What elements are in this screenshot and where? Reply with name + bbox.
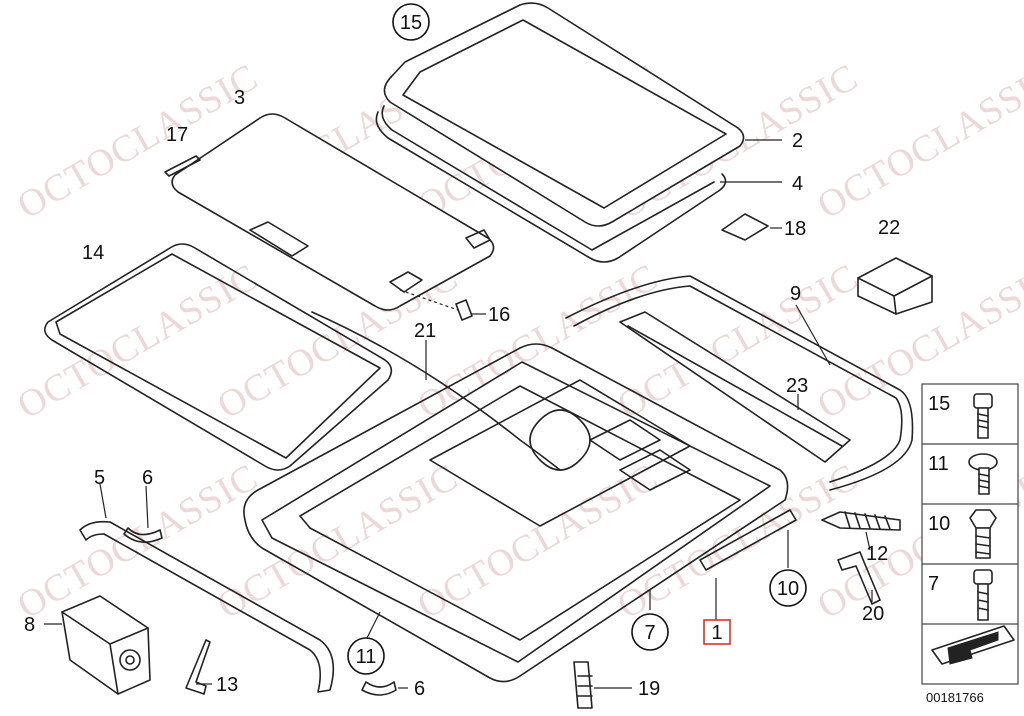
callout-6a[interactable]: 6 bbox=[142, 467, 153, 489]
part-wind-deflector[interactable] bbox=[565, 275, 914, 491]
bolt-10-icon bbox=[969, 509, 997, 559]
part-sliding-headliner[interactable] bbox=[171, 113, 495, 311]
callout-2[interactable]: 2 bbox=[792, 130, 803, 152]
screw-11-icon bbox=[968, 453, 998, 495]
part-cable-21[interactable] bbox=[311, 311, 561, 471]
part-clip-6b[interactable] bbox=[361, 681, 397, 696]
callout-circle-15 bbox=[392, 3, 430, 41]
callout-8[interactable]: 8 bbox=[24, 614, 35, 636]
callout-10[interactable]: 10 bbox=[777, 578, 799, 600]
diagram-id: 00181766 bbox=[926, 690, 984, 705]
callout-1-highlight bbox=[703, 619, 731, 645]
callout-17[interactable]: 17 bbox=[166, 124, 188, 146]
part-box-22[interactable] bbox=[857, 257, 933, 315]
part-cable-guide[interactable] bbox=[79, 520, 335, 693]
callout-4[interactable]: 4 bbox=[792, 173, 803, 195]
legend-label-7: 7 bbox=[928, 573, 939, 595]
part-clip-6a[interactable] bbox=[123, 527, 163, 543]
part-clip-16[interactable] bbox=[455, 299, 473, 321]
legend-label-10: 10 bbox=[928, 513, 950, 535]
part-spring-12[interactable] bbox=[821, 511, 901, 531]
part-sunroof-frame[interactable] bbox=[243, 343, 789, 683]
callout-7[interactable]: 7 bbox=[644, 622, 655, 644]
part-frame-seal[interactable] bbox=[44, 243, 393, 471]
part-pad-18[interactable] bbox=[721, 213, 769, 241]
callout-11[interactable]: 11 bbox=[356, 646, 377, 668]
part-rail-23[interactable] bbox=[619, 311, 851, 463]
callout-6b[interactable]: 6 bbox=[414, 678, 425, 700]
callout-16[interactable]: 16 bbox=[488, 304, 510, 326]
callout-23[interactable]: 23 bbox=[786, 375, 808, 397]
part-drive-motor[interactable] bbox=[61, 595, 151, 695]
orientation-arrow-icon bbox=[931, 625, 1015, 665]
callout-circle-10 bbox=[769, 569, 807, 607]
part-clip-17[interactable] bbox=[164, 155, 201, 177]
callout-13[interactable]: 13 bbox=[216, 674, 238, 696]
callout-21[interactable]: 21 bbox=[414, 320, 436, 342]
screw-15-icon bbox=[973, 393, 993, 439]
callout-1[interactable]: 1 bbox=[711, 622, 722, 644]
part-glass-seal[interactable] bbox=[375, 105, 727, 263]
part-bracket-20[interactable] bbox=[837, 551, 881, 605]
part-pin-19[interactable] bbox=[573, 661, 593, 709]
callout-12[interactable]: 12 bbox=[866, 543, 888, 565]
callout-5[interactable]: 5 bbox=[94, 467, 105, 489]
legend-label-15: 15 bbox=[928, 393, 950, 415]
callout-circle-7 bbox=[631, 613, 669, 651]
callout-3[interactable]: 3 bbox=[234, 87, 245, 109]
legend-label-11: 11 bbox=[928, 453, 949, 475]
screw-7-icon bbox=[973, 569, 993, 621]
fastener-legend: 15 11 10 7 bbox=[921, 383, 1019, 685]
callout-15[interactable]: 15 bbox=[400, 12, 422, 34]
callout-22[interactable]: 22 bbox=[878, 217, 900, 239]
part-glass-panel[interactable] bbox=[383, 2, 745, 227]
callout-19[interactable]: 19 bbox=[638, 678, 660, 700]
callout-circle-11 bbox=[347, 637, 385, 675]
part-bracket-10[interactable] bbox=[699, 509, 797, 571]
callout-18[interactable]: 18 bbox=[784, 218, 806, 240]
callout-9[interactable]: 9 bbox=[790, 283, 801, 305]
part-crank-13[interactable] bbox=[185, 639, 211, 695]
callout-14[interactable]: 14 bbox=[82, 242, 104, 264]
callout-20[interactable]: 20 bbox=[862, 603, 884, 625]
